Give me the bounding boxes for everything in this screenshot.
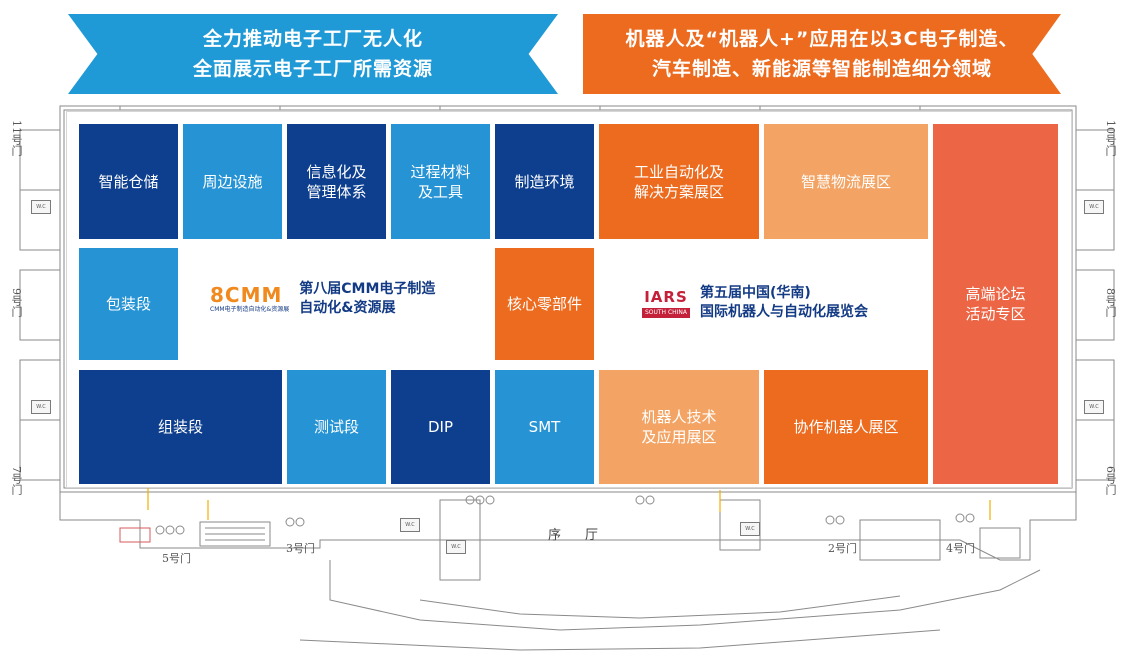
wc-marker-right-bottom: W.C <box>1084 400 1104 414</box>
zone-packaging[interactable]: 包装段 <box>79 248 178 360</box>
left-banner: 全力推动电子工厂无人化 全面展示电子工厂所需资源 <box>68 14 558 94</box>
zone-testing[interactable]: 测试段 <box>287 370 386 484</box>
door-9: 9号门 <box>10 288 23 317</box>
cmm-logo-title: 第八届CMM电子制造 自动化&资源展 <box>299 281 436 316</box>
cmm-logo: 8CMM CMM电子制造自动化&资源展 第八届CMM电子制造 自动化&资源展 <box>210 280 435 318</box>
cmm-logo-mark: 8CMM CMM电子制造自动化&资源展 <box>210 284 289 314</box>
zone-assembly[interactable]: 组装段 <box>79 370 282 484</box>
door-3: 3号门 <box>286 542 315 555</box>
iars-logo-band: SOUTH CHINA <box>642 307 690 318</box>
zone-smart-logistics[interactable]: 智慧物流展区 <box>764 124 928 239</box>
wc-marker-south-2: W.C <box>446 540 466 554</box>
zone-smart-warehouse[interactable]: 智能仓储 <box>79 124 178 239</box>
right-banner: 机器人及“机器人+”应用在以3C电子制造、 汽车制造、新能源等智能制造细分领域 <box>583 14 1061 94</box>
floor-plan-outline <box>19 105 1115 651</box>
door-8: 8号门 <box>1104 288 1117 317</box>
zone-collab-robot[interactable]: 协作机器人展区 <box>764 370 928 484</box>
cmm-logo-word: CMM <box>224 283 283 307</box>
lobby-label: 序厅 <box>548 528 623 543</box>
zone-process-materials[interactable]: 过程材料 及工具 <box>391 124 490 239</box>
left-banner-line1: 全力推动电子工厂无人化 <box>202 28 423 50</box>
cmm-logo-sub: CMM电子制造自动化&资源展 <box>210 306 290 313</box>
iars-logo: IARS SOUTH CHINA 第五届中国(华南) 国际机器人与自动化展览会 <box>642 282 868 324</box>
zone-industrial-automation[interactable]: 工业自动化及 解决方案展区 <box>599 124 759 239</box>
iars-logo-mark: IARS SOUTH CHINA <box>642 282 690 324</box>
door-7: 7号门 <box>10 466 23 495</box>
right-banner-line2: 汽车制造、新能源等智能制造细分领域 <box>651 58 992 80</box>
door-5: 5号门 <box>162 552 191 565</box>
iars-logo-word: IARS <box>644 287 688 306</box>
door-6: 6号门 <box>1104 466 1117 495</box>
zone-smt[interactable]: SMT <box>495 370 594 484</box>
zone-mfg-environment[interactable]: 制造环境 <box>495 124 594 239</box>
wc-marker-south-1: W.C <box>400 518 420 532</box>
right-banner-line1: 机器人及“机器人+”应用在以3C电子制造、 <box>625 28 1019 50</box>
wc-marker-left-top: W.C <box>31 200 51 214</box>
door-11: 11号门 <box>10 120 23 156</box>
iars-logo-title: 第五届中国(华南) 国际机器人与自动化展览会 <box>700 285 868 320</box>
wc-marker-south-3: W.C <box>740 522 760 536</box>
door-10: 10号门 <box>1104 120 1117 156</box>
zone-peripheral[interactable]: 周边设施 <box>183 124 282 239</box>
door-4: 4号门 <box>946 542 975 555</box>
wc-marker-left-bottom: W.C <box>31 400 51 414</box>
wc-marker-right-top: W.C <box>1084 200 1104 214</box>
zone-dip[interactable]: DIP <box>391 370 490 484</box>
zone-robot-tech[interactable]: 机器人技术 及应用展区 <box>599 370 759 484</box>
zone-core-parts[interactable]: 核心零部件 <box>495 248 594 360</box>
zone-info-mgmt[interactable]: 信息化及 管理体系 <box>287 124 386 239</box>
cmm-logo-number: 8 <box>210 283 225 307</box>
left-banner-line2: 全面展示电子工厂所需资源 <box>192 58 433 80</box>
door-2: 2号门 <box>828 542 857 555</box>
zone-high-forum[interactable]: 高端论坛 活动专区 <box>933 124 1058 484</box>
